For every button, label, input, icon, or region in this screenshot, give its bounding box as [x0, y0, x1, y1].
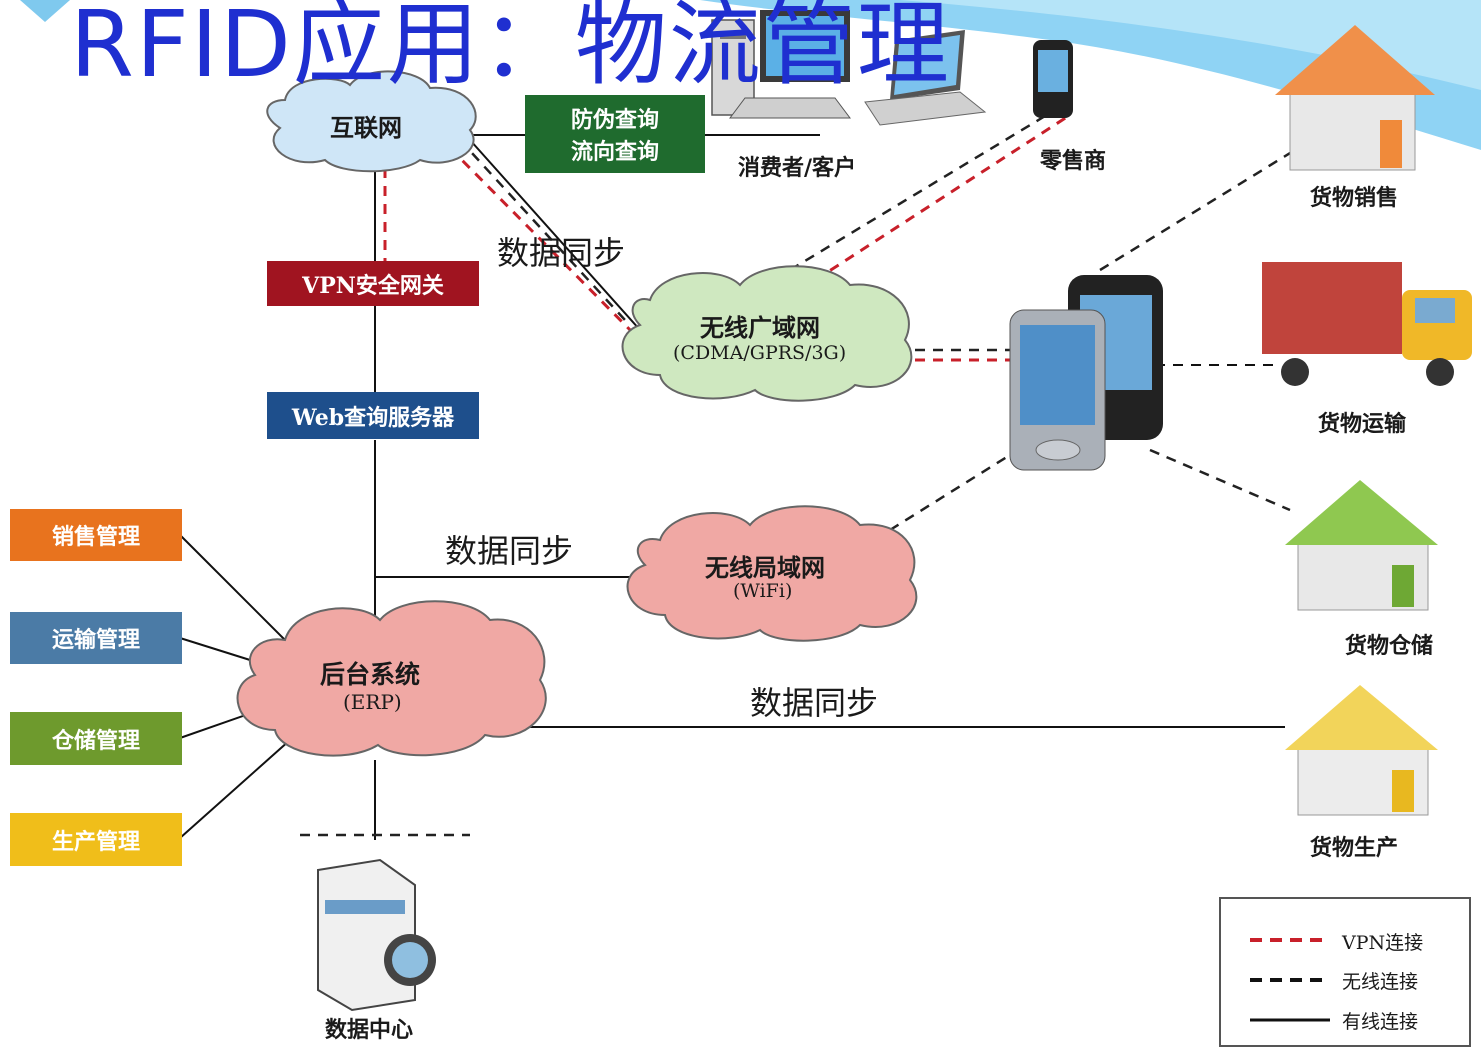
sales-house-icon	[1275, 25, 1435, 171]
wan-label: 无线广域网	[700, 313, 820, 342]
erp-cloud	[236, 600, 547, 757]
wan-sublabel: (CDMA/GPRS/3G)	[673, 342, 847, 364]
goods-storage-label: 货物仓储	[1345, 633, 1434, 659]
wan-cloud	[621, 265, 913, 402]
erp-sublabel: (ERP)	[343, 690, 402, 714]
query-label-2: 流向查询	[570, 139, 659, 165]
production-house-icon	[1285, 685, 1438, 816]
query-label-1: 防伪查询	[570, 107, 659, 133]
legend-lines	[1219, 897, 1471, 1047]
query-box: 防伪查询 流向查询	[525, 95, 705, 173]
legend-vpn-label: VPN连接	[1342, 932, 1424, 954]
page-title: RFID应用：物流管理	[70, 0, 951, 98]
goods-production-label: 货物生产	[1310, 835, 1399, 861]
erp-label: 后台系统	[320, 660, 421, 689]
production-mgmt-box: 生产管理	[10, 813, 182, 866]
sync-label-3: 数据同步	[750, 684, 879, 722]
goods-sales-label: 货物销售	[1310, 185, 1399, 211]
goods-transport-label: 货物运输	[1318, 411, 1407, 437]
desktop-computer-icon	[711, 10, 851, 119]
data-center-label: 数据中心	[325, 1017, 414, 1043]
retailer-label: 零售商	[1040, 148, 1107, 174]
vpn-gateway-box: VPN安全网关	[267, 261, 479, 306]
lan-label: 无线局域网	[705, 553, 825, 582]
storage-mgmt-box: 仓储管理	[10, 712, 182, 765]
header-swoosh	[700, 0, 1481, 150]
sales-mgmt-box: 销售管理	[10, 509, 182, 561]
web-server-box: Web查询服务器	[267, 392, 479, 439]
laptop-icon	[864, 30, 987, 126]
internet-label: 互联网	[330, 113, 402, 142]
storage-house-icon	[1285, 480, 1438, 611]
lan-sublabel: (WiFi)	[733, 580, 793, 602]
data-center-server-icon	[317, 858, 436, 1012]
retailer-phone-icon	[1033, 40, 1073, 118]
title-bullet-icon	[20, 0, 70, 22]
consumer-label: 消费者/客户	[738, 155, 857, 181]
legend-wireless-label: 无线连接	[1342, 971, 1419, 993]
transport-mgmt-box: 运输管理	[10, 612, 182, 664]
pda-devices-icon	[1009, 275, 1163, 471]
sync-label-1: 数据同步	[497, 234, 626, 272]
legend-wired-label: 有线连接	[1342, 1011, 1419, 1033]
sync-label-2: 数据同步	[445, 532, 574, 570]
wireless-links	[300, 108, 1296, 837]
truck-icon	[1262, 262, 1472, 386]
internet-cloud	[266, 70, 477, 173]
lan-cloud	[626, 505, 918, 642]
